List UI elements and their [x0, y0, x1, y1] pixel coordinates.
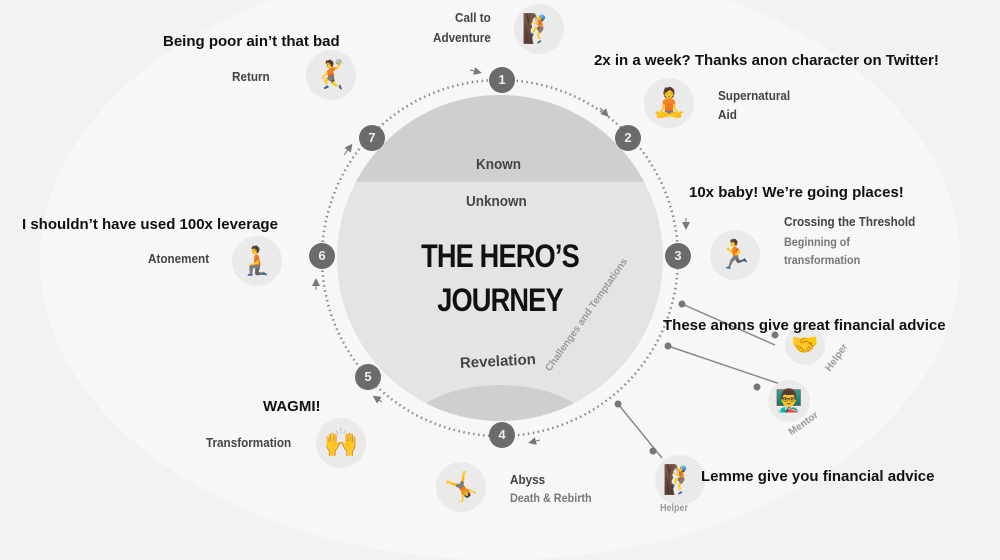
jumping-icon: 🤾 [306, 50, 356, 100]
stage-2-label2: Aid [718, 107, 737, 122]
helping-hand-icon: 🧗 [655, 455, 705, 505]
meditation-icon: 🧘 [644, 78, 694, 128]
running-icon: 🏃 [710, 230, 760, 280]
stage-4-label: Abyss [510, 472, 546, 487]
falling-icon: 🤸 [436, 462, 486, 512]
stage-5-badge: 5 [355, 364, 381, 390]
caption-helper2: Lemme give you financial advice [701, 468, 935, 485]
caption-stage-7: Being poor ain’t that bad [163, 33, 340, 50]
stage-3-sub: Beginning of [784, 235, 850, 249]
zone-known: Known [476, 156, 521, 173]
journey-circle [312, 67, 781, 459]
stage-4-badge: 4 [489, 422, 515, 448]
caption-stage-5: WAGMI! [263, 398, 321, 415]
caption-stage-3: 10x baby! We’re going places! [689, 184, 904, 201]
mentor-icon: 👨‍🏫 [768, 380, 810, 422]
helper-icon: 🤝 [785, 325, 825, 365]
helper2-label: Helper [660, 503, 689, 514]
stage-3-badge: 3 [665, 243, 691, 269]
group-icon: 🙌 [316, 418, 366, 468]
title-line1: THE HERO’S [421, 238, 580, 274]
stage-1-label2: Adventure [433, 30, 491, 45]
stage-1-label: Call to [455, 10, 491, 25]
stage-3-label: Crossing the Threshold [784, 214, 916, 229]
stage-4-sub: Death & Rebirth [510, 491, 592, 505]
caption-stage-6: I shouldn’t have used 100x leverage [22, 216, 278, 233]
stage-5-label: Transformation [206, 435, 292, 450]
title-line2: JOURNEY [437, 282, 563, 318]
stage-1-badge: 1 [489, 67, 515, 93]
caption-stage-2: 2x in a week? Thanks anon character on T… [594, 52, 939, 69]
stage-6-badge: 6 [309, 243, 335, 269]
stage-2-badge: 2 [615, 125, 641, 151]
zone-unknown: Unknown [466, 193, 527, 210]
stage-2-label: Supernatural [718, 88, 791, 103]
stage-7-badge: 7 [359, 125, 385, 151]
caption-helpers: These anons give great financial advice [663, 317, 946, 334]
kneeling-icon: 🧎 [232, 236, 282, 286]
climber-icon: 🧗 [514, 4, 564, 54]
stage-6-label: Atonement [148, 251, 210, 266]
stage-3-sub2: transformation [784, 253, 861, 267]
stage-7-label: Return [232, 69, 270, 84]
